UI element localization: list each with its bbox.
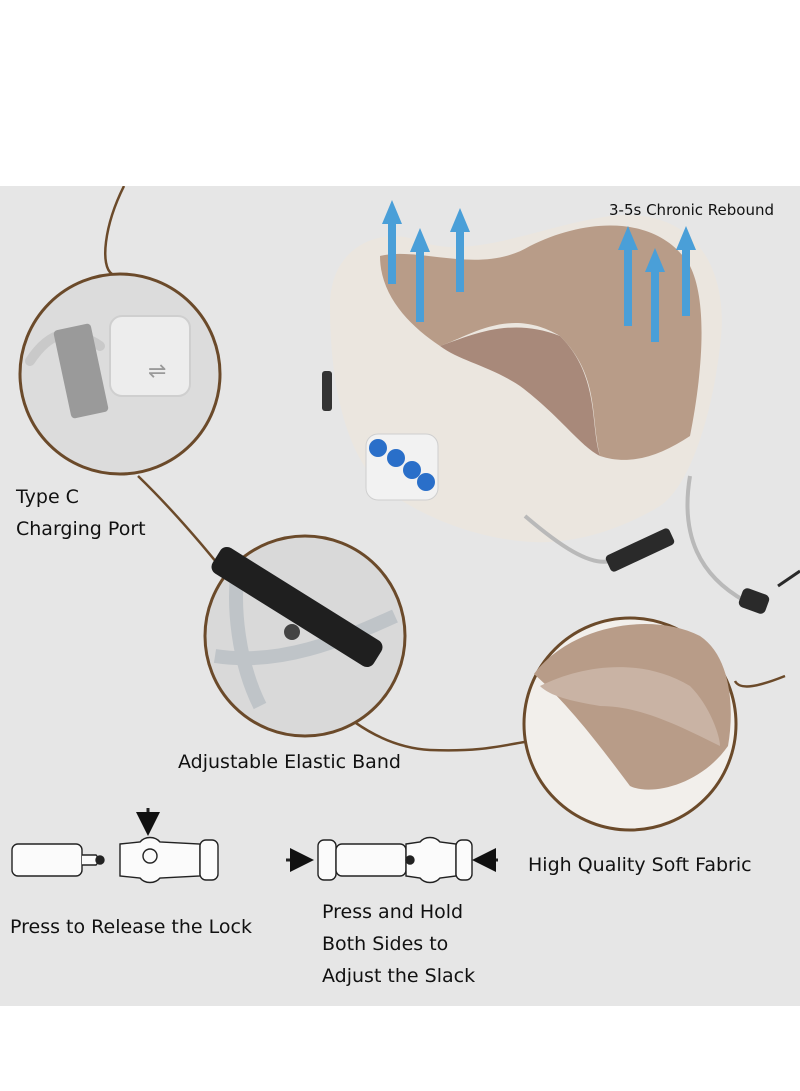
elastic-band-label: Adjustable Elastic Band [178, 751, 401, 773]
power-button[interactable] [417, 473, 435, 491]
rebound-arrow [645, 248, 665, 342]
hold-label-line2: Both Sides to [322, 933, 449, 955]
type-c-callout: ⇌ [18, 272, 222, 476]
soft-fabric-label: High Quality Soft Fabric [528, 854, 752, 876]
rebound-arrow [676, 226, 696, 316]
rebound-arrow [410, 228, 430, 322]
rebound-arrow [382, 200, 402, 284]
elastic-band-callout [203, 534, 407, 738]
product-illustration: ⇌ [11, 186, 800, 884]
neck-pillow [322, 215, 800, 614]
intensity-button[interactable] [387, 449, 405, 467]
svg-text:⇌: ⇌ [148, 359, 166, 384]
type-c-label-line2: Charging Port [16, 518, 146, 540]
hold-label-line1: Press and Hold [322, 901, 464, 923]
rotation-button[interactable] [403, 461, 421, 479]
massage-mode-button[interactable] [369, 439, 387, 457]
release-lock-label: Press to Release the Lock [10, 916, 252, 938]
rebound-arrow [618, 226, 638, 326]
soft-fabric-callout [522, 616, 738, 832]
product-panel: ⇌ [0, 186, 800, 1006]
hold-label-line3: Adjust the Slack [322, 965, 476, 987]
rebound-arrow [450, 208, 470, 292]
type-c-label-line1: Type C [16, 486, 79, 508]
rebound-label: 3-5s Chronic Rebound [609, 201, 774, 219]
rebound-arrows [382, 200, 696, 342]
lock-release-diagram [11, 808, 219, 884]
control-panel [365, 433, 439, 501]
slack-adjust-diagram [286, 836, 498, 884]
